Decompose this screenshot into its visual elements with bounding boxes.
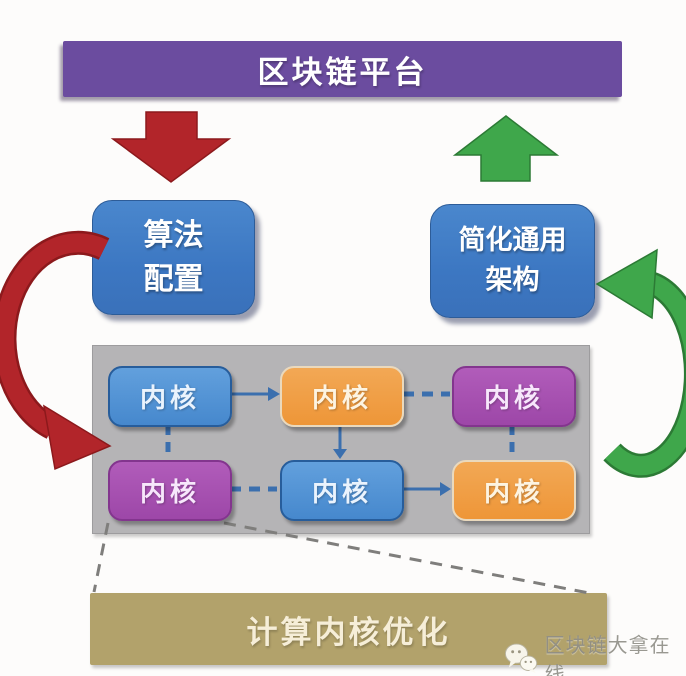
platform-banner: 区块链平台 — [63, 41, 622, 97]
kernel-box-row2-col1: 内核 — [108, 460, 232, 521]
algorithm-config-box: 算法 配置 — [92, 200, 255, 315]
compute-kernel-banner-title: 计算内核优化 — [246, 614, 451, 651]
watermark-text: 区块链大拿在线 — [544, 633, 671, 676]
simplified-arch-line2: 架构 — [485, 265, 540, 296]
kernel-box-row1-col2: 内核 — [280, 366, 404, 427]
kernel-label: 内核 — [483, 384, 544, 414]
kernel-label: 内核 — [483, 478, 544, 508]
kernel-box-row2-col3: 内核 — [452, 460, 576, 521]
kernel-label: 内核 — [311, 384, 372, 414]
green-curved-arrow-icon — [595, 248, 686, 478]
simplified-arch-line1: 简化通用 — [458, 224, 567, 256]
simplified-arch-box: 简化通用 架构 — [430, 204, 595, 318]
kernel-box-row1-col1: 内核 — [108, 366, 232, 427]
wechat-icon — [504, 643, 538, 673]
kernel-label: 内核 — [139, 478, 200, 508]
algorithm-config-line1: 算法 — [143, 218, 204, 253]
platform-banner-title: 区块链平台 — [257, 54, 428, 91]
watermark: 区块链大拿在线 — [504, 629, 686, 676]
compute-kernel-banner: 计算内核优化 — [90, 593, 607, 665]
red-down-arrow-icon — [110, 111, 232, 183]
kernel-label: 内核 — [139, 384, 200, 414]
algorithm-config-line2: 配置 — [143, 261, 204, 297]
kernel-label: 内核 — [311, 478, 372, 508]
green-up-arrow-icon — [452, 115, 560, 182]
kernel-box-row2-col2: 内核 — [280, 460, 404, 521]
kernel-box-row1-col3: 内核 — [452, 366, 576, 427]
